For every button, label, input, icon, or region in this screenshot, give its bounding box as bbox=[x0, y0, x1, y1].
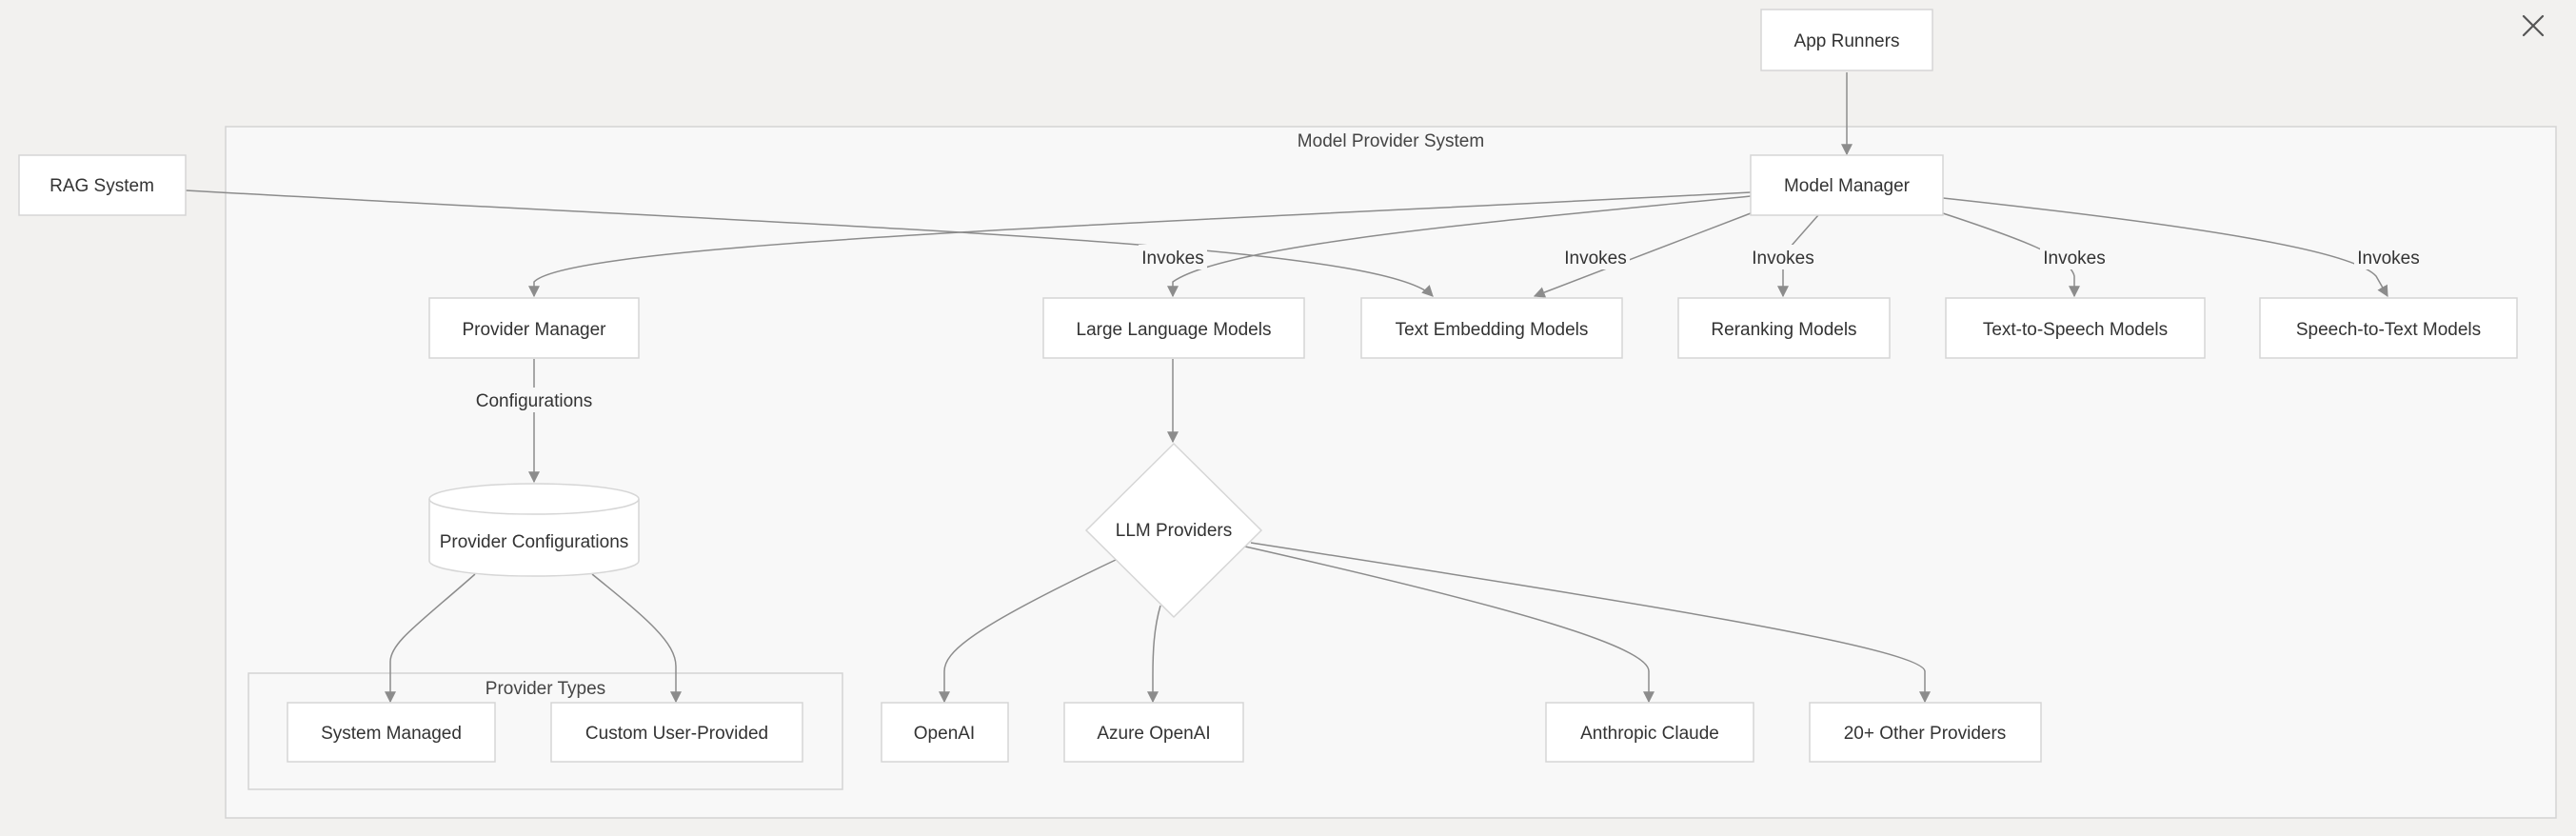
node-azure-openai[interactable]: Azure OpenAI bbox=[1063, 702, 1244, 763]
edge-label-invokes-llm: Invokes bbox=[1139, 245, 1207, 269]
svg-text:Invokes: Invokes bbox=[1141, 249, 1203, 269]
svg-text:OpenAI: OpenAI bbox=[914, 724, 975, 744]
edge-rag-system-to-text-embedding-models bbox=[185, 189, 1434, 297]
edge-provider-configurations-to-system-managed bbox=[385, 573, 476, 704]
svg-text:Invokes: Invokes bbox=[2357, 249, 2419, 269]
cluster-label-provider-types: Provider Types bbox=[485, 679, 605, 699]
svg-text:Text Embedding Models: Text Embedding Models bbox=[1396, 320, 1589, 340]
node-app-runners[interactable]: App Runners bbox=[1760, 9, 1933, 71]
node-speech-to-text-models[interactable]: Speech-to-Text Models bbox=[2259, 297, 2518, 359]
close-icon[interactable] bbox=[2517, 10, 2549, 42]
svg-text:Configurations: Configurations bbox=[476, 391, 593, 411]
svg-text:Provider Configurations: Provider Configurations bbox=[440, 532, 629, 552]
svg-text:Large Language Models: Large Language Models bbox=[1077, 320, 1272, 340]
svg-text:Anthropic Claude: Anthropic Claude bbox=[1580, 724, 1719, 744]
svg-text:Text-to-Speech Models: Text-to-Speech Models bbox=[1983, 320, 2168, 340]
svg-text:Custom User-Provided: Custom User-Provided bbox=[585, 724, 768, 744]
svg-text:Provider Manager: Provider Manager bbox=[462, 320, 606, 340]
cluster-label-model-provider-system: Model Provider System bbox=[1298, 131, 1484, 151]
svg-text:Invokes: Invokes bbox=[1752, 249, 1813, 269]
edge-llm-providers-to-anthropic-claude bbox=[1244, 546, 1655, 704]
edge-llm-providers-to-openai bbox=[939, 559, 1117, 704]
close-icon-glyph bbox=[2522, 14, 2545, 37]
edge-model-manager-to-text-embedding-models bbox=[1533, 212, 1752, 298]
edge-llm-providers-to-azure-openai bbox=[1147, 605, 1161, 704]
svg-text:App Runners: App Runners bbox=[1794, 31, 1900, 51]
node-custom-user-provided[interactable]: Custom User-Provided bbox=[550, 702, 803, 763]
svg-text:LLM Providers: LLM Providers bbox=[1116, 521, 1233, 541]
edge-label-invokes-stt: Invokes bbox=[2354, 245, 2423, 269]
node-reranking-models[interactable]: Reranking Models bbox=[1677, 297, 1891, 359]
svg-text:Invokes: Invokes bbox=[2043, 249, 2105, 269]
node-llm-providers[interactable]: LLM Providers bbox=[1084, 442, 1263, 619]
svg-text:Reranking Models: Reranking Models bbox=[1711, 320, 1856, 340]
node-large-language-models[interactable]: Large Language Models bbox=[1042, 297, 1305, 359]
edge-labels: Invokes Invokes Invokes Invokes Invokes … bbox=[470, 245, 2423, 412]
svg-text:20+ Other Providers: 20+ Other Providers bbox=[1844, 724, 2007, 744]
svg-text:RAG System: RAG System bbox=[50, 176, 154, 196]
edge-llm-providers-to-other-providers bbox=[1250, 542, 1931, 704]
edge-model-manager-to-provider-manager bbox=[528, 191, 1752, 298]
edge-label-invokes-tts: Invokes bbox=[2040, 245, 2109, 269]
node-openai[interactable]: OpenAI bbox=[881, 702, 1009, 763]
edge-label-invokes-embedding: Invokes bbox=[1561, 245, 1630, 269]
node-anthropic-claude[interactable]: Anthropic Claude bbox=[1545, 702, 1754, 763]
edge-provider-configurations-to-custom-user-provided bbox=[591, 573, 682, 704]
edge-label-configurations: Configurations bbox=[470, 388, 598, 412]
node-system-managed[interactable]: System Managed bbox=[287, 702, 496, 763]
node-rag-system[interactable]: RAG System bbox=[18, 154, 187, 216]
node-text-to-speech-models[interactable]: Text-to-Speech Models bbox=[1945, 297, 2206, 359]
node-provider-configurations[interactable]: Provider Configurations bbox=[428, 483, 640, 577]
svg-text:Model Manager: Model Manager bbox=[1784, 176, 1911, 196]
edge-label-invokes-reranking: Invokes bbox=[1749, 245, 1817, 269]
svg-text:Speech-to-Text Models: Speech-to-Text Models bbox=[2296, 320, 2481, 340]
node-other-providers[interactable]: 20+ Other Providers bbox=[1809, 702, 2042, 763]
node-text-embedding-models[interactable]: Text Embedding Models bbox=[1360, 297, 1623, 359]
edge-model-manager-to-large-language-models bbox=[1167, 195, 1752, 298]
svg-text:System Managed: System Managed bbox=[321, 724, 462, 744]
svg-text:Invokes: Invokes bbox=[1564, 249, 1626, 269]
svg-text:Azure OpenAI: Azure OpenAI bbox=[1097, 724, 1210, 744]
node-model-manager[interactable]: Model Manager bbox=[1750, 154, 1944, 216]
node-provider-manager[interactable]: Provider Manager bbox=[428, 297, 640, 359]
